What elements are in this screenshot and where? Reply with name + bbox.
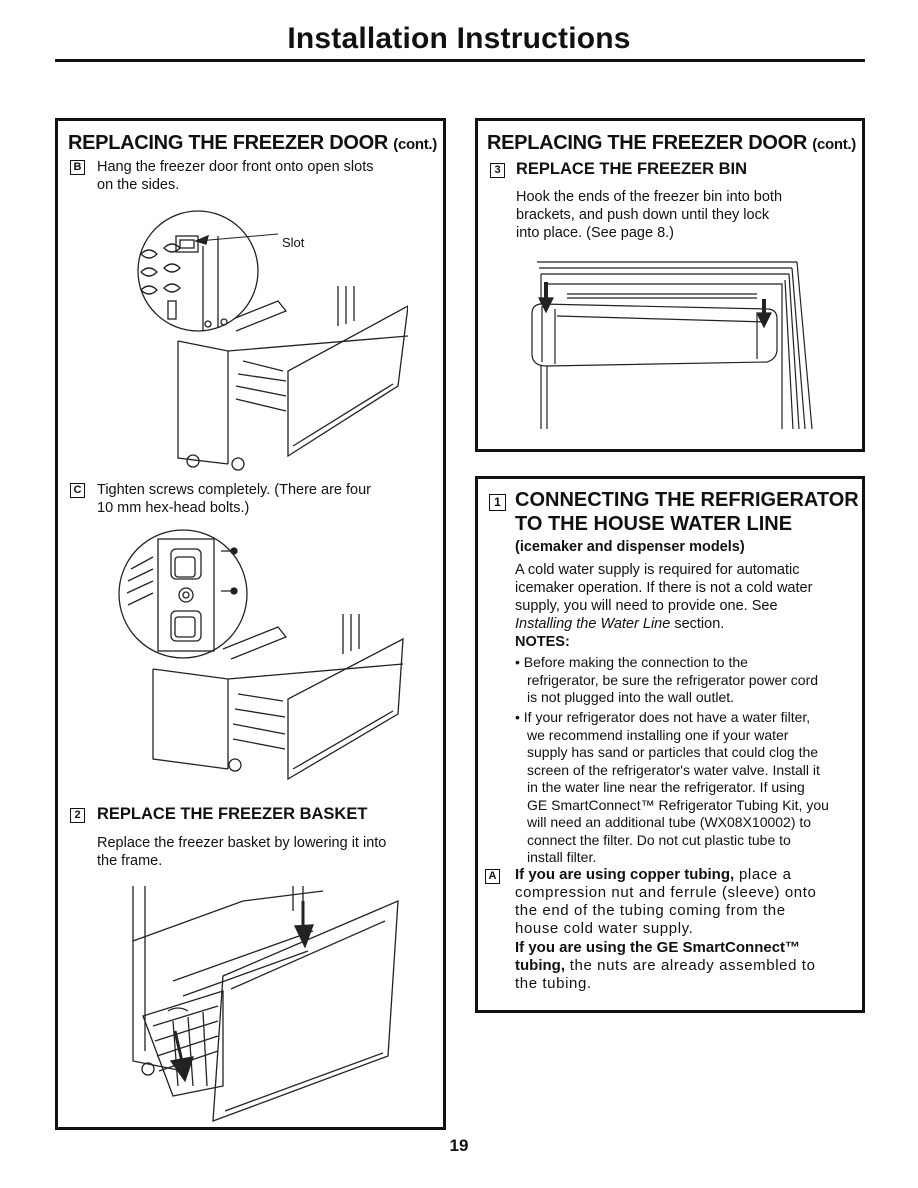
step-c-label: C [70,483,85,498]
page-title: Installation Instructions [287,22,631,55]
note-2: • If your refrigerator does not have a w… [515,709,829,865]
step-a-copper-text: If you are using copper tubing, place a … [515,866,817,937]
water-line-heading: CONNECTING THE REFRIGERATOR TO THE HOUSE… [515,489,859,535]
right-top-panel: REPLACING THE FREEZER DOOR (cont.) 3 REP… [475,118,865,452]
step-b-label: B [70,160,85,175]
step-a-ge-text: If you are using the GE SmartConnect™ tu… [515,939,816,992]
left-panel: REPLACING THE FREEZER DOOR (cont.) B Han… [55,118,446,1130]
title-rule [55,59,865,62]
slot-callout: Slot [282,235,305,250]
water-line-subheading: (icemaker and dispenser models) [515,539,745,555]
right-bottom-panel: 1 CONNECTING THE REFRIGERATOR TO THE HOU… [475,476,865,1013]
left-section-title: REPLACING THE FREEZER DOOR (cont.) [68,132,437,154]
step-3-heading: REPLACE THE FREEZER BIN [516,160,748,178]
step-2-label: 2 [70,808,85,823]
water-line-intro: A cold water supply is required for auto… [515,562,813,632]
step-3-label: 3 [490,163,505,178]
step-3-text: Hook the ends of the freezer bin into bo… [516,189,783,241]
note-1: • Before making the connection to the re… [515,654,819,705]
page-number: 19 [449,1136,469,1155]
step-a-label: A [485,869,500,884]
door-bolts-illustration [103,529,413,799]
right-top-section-title: REPLACING THE FREEZER DOOR (cont.) [487,132,856,154]
step-2-heading: REPLACE THE FREEZER BASKET [97,805,368,823]
freezer-basket-illustration [113,881,403,1126]
step-2-text: Replace the freezer basket by lowering i… [97,835,387,869]
step-c-text: Tighten screws completely. (There are fo… [97,482,371,516]
step-1-label: 1 [489,494,506,511]
step-b-text: Hang the freezer door front onto open sl… [97,159,374,193]
door-slot-illustration [108,206,408,471]
freezer-bin-illustration [527,254,817,432]
notes-label: NOTES: [515,634,570,650]
